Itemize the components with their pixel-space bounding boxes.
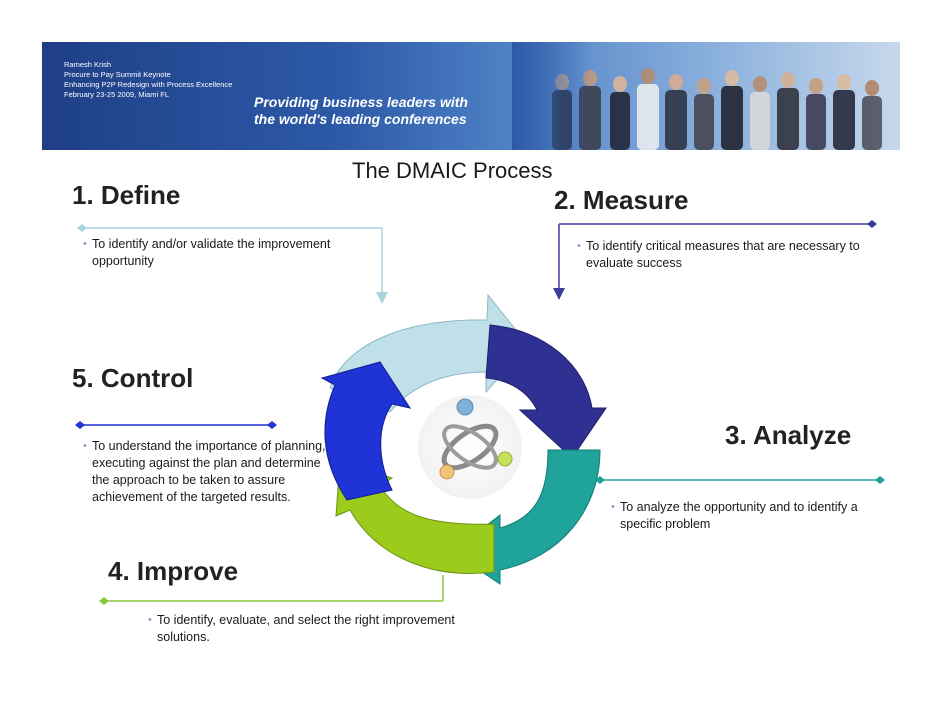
improve-description-text: To identify, evaluate, and select the ri… [157, 613, 455, 644]
measure-heading: 2. Measure [554, 185, 689, 215]
define-heading: 1. Define [72, 180, 181, 210]
improve-heading: 4. Improve [108, 556, 239, 586]
control-heading: 5. Control [72, 363, 194, 393]
analyze-description: • To analyze the opportunity and to iden… [611, 499, 860, 533]
banner-meta: Ramesh Krish Procure to Pay Summit Keyno… [64, 60, 232, 100]
control-description-text: To understand the importance of planning… [92, 439, 326, 504]
define-connector [77, 224, 388, 304]
analyze-description-text: To analyze the opportunity and to identi… [620, 500, 858, 531]
control-description: • To understand the importance of planni… [83, 438, 330, 506]
bullet-icon: • [148, 614, 152, 626]
banner-meta-line: February 23-25 2009, Miami FL [64, 90, 170, 99]
crowd-photo [512, 42, 882, 150]
center-logo [418, 395, 522, 499]
measure-description: • To identify critical measures that are… [577, 238, 896, 272]
analyze-connector [595, 476, 885, 484]
measure-description-text: To identify critical measures that are n… [586, 239, 860, 270]
analyze-heading: 3. Analyze [725, 420, 852, 450]
conference-banner: Ramesh Krish Procure to Pay Summit Keyno… [42, 42, 900, 150]
control-segment [320, 361, 412, 501]
bullet-icon: • [83, 238, 87, 250]
tagline-line: the world's leading conferences [254, 111, 467, 127]
bullet-icon: • [83, 440, 87, 452]
improve-description: • To identify, evaluate, and select the … [148, 612, 507, 646]
measure-segment [485, 324, 607, 459]
control-connector [75, 421, 277, 429]
tagline-line: Providing business leaders with [254, 94, 468, 110]
banner-meta-line: Enhancing P2P Redesign with Process Exce… [64, 80, 233, 89]
bullet-icon: • [577, 240, 581, 252]
bullet-icon: • [611, 501, 615, 513]
improve-connector [99, 575, 444, 605]
page-title: The DMAIC Process [352, 158, 553, 183]
measure-connector [553, 220, 877, 300]
banner-tagline: Providing business leaders with the worl… [254, 94, 468, 128]
banner-meta-line: Procure to Pay Summit Keynote [64, 70, 171, 79]
define-description-text: To identify and/or validate the improvem… [92, 237, 331, 268]
banner-meta-line: Ramesh Krish [64, 60, 112, 69]
define-description: • To identify and/or validate the improv… [83, 236, 342, 270]
